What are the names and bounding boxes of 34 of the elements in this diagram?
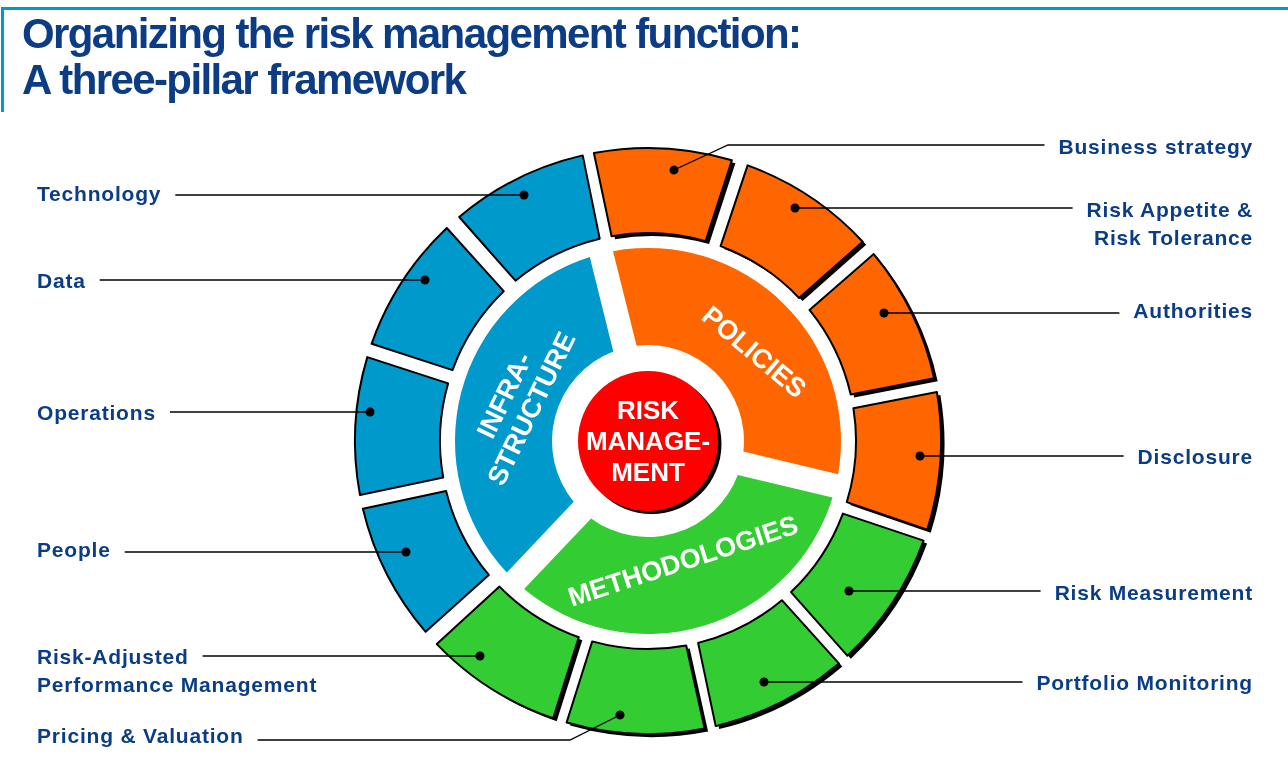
leader-line [915,451,1125,461]
component-label: Operations [37,399,156,427]
leader-line [174,190,529,200]
component-label: Portfolio Monitoring [1036,669,1253,697]
component-label: Risk Appetite & Risk Tolerance [1063,196,1253,252]
leader-line [759,677,1024,687]
ring-segment [592,146,737,246]
ring-segment [457,154,601,282]
component-label: Technology [37,180,162,208]
leader-line [201,651,485,661]
leader-line [169,407,375,417]
leader-line [844,586,1042,596]
ring-segment [719,164,868,303]
leader-line [669,144,1046,175]
ring-segment [361,489,491,633]
leader-line [124,547,411,557]
ring-segment [565,640,710,739]
ring-segment [353,355,450,497]
component-label: Pricing & Valuation [37,722,244,750]
title: Organizing the risk management function: A three-pillar framework [22,11,802,103]
ring-segment [845,390,946,534]
leader-line [256,710,625,741]
leader-line [879,308,1121,318]
component-label: Authorities [1133,297,1253,325]
component-label: People [37,536,111,564]
leader-line [790,203,1074,213]
component-label: Data [37,267,86,295]
hub-title: RISK MANAGE- MENT [584,394,711,488]
ring-segment [808,252,939,399]
leader-line [99,275,430,285]
component-label: Business strategy [1058,133,1253,161]
component-label: Risk-Adjusted Performance Management [37,643,337,699]
component-label: Disclosure [1137,443,1253,471]
component-label: Risk Measurement [1054,579,1253,607]
